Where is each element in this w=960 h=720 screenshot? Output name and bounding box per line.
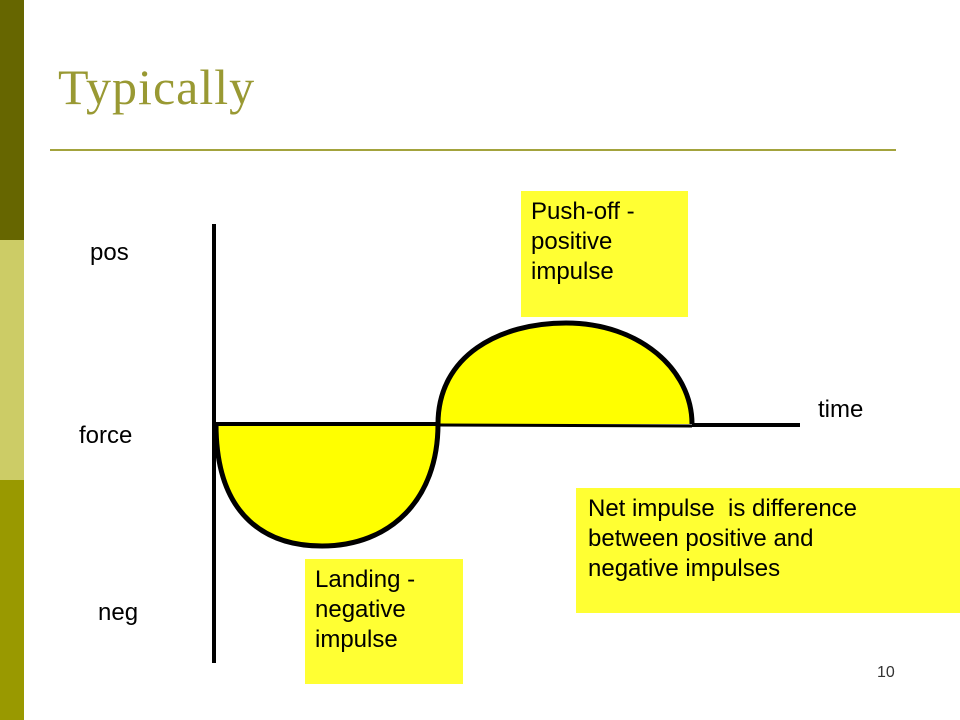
pushoff-line-2: positive	[531, 228, 613, 255]
side-band-middle	[0, 240, 24, 480]
pushoff-impulse-region	[438, 323, 692, 424]
side-band-bottom	[0, 480, 24, 720]
landing-line-3: impulse	[315, 626, 398, 653]
landing-line-2: negative	[315, 596, 406, 623]
net-line-3: negative impulses	[588, 555, 781, 582]
pushoff-line-3: impulse	[531, 258, 614, 285]
pushoff-line-1: Push-off -	[531, 198, 635, 225]
net-impulse-annotation: Net impulse is difference between positi…	[576, 488, 960, 613]
axis-label-neg: neg	[98, 599, 139, 626]
net-line-2: between positive and	[588, 525, 814, 552]
side-band-top	[0, 0, 24, 240]
title-divider	[50, 149, 896, 151]
axis-label-force: force	[79, 422, 133, 449]
slide-title: Typically	[58, 59, 256, 115]
landing-impulse-region	[216, 424, 438, 546]
axis-label-pos: pos	[90, 239, 129, 266]
landing-curve	[213, 423, 441, 549]
pushoff-annotation: Push-off - positive impulse	[521, 191, 688, 317]
net-line-1: Net impulse is difference	[588, 495, 858, 522]
time-axis-middle	[437, 423, 693, 428]
axis-label-time: time	[818, 396, 864, 423]
pushoff-curve	[435, 320, 695, 425]
landing-line-1: Landing -	[315, 566, 416, 593]
page-number: 10	[877, 664, 895, 681]
landing-annotation: Landing - negative impulse	[305, 559, 463, 684]
